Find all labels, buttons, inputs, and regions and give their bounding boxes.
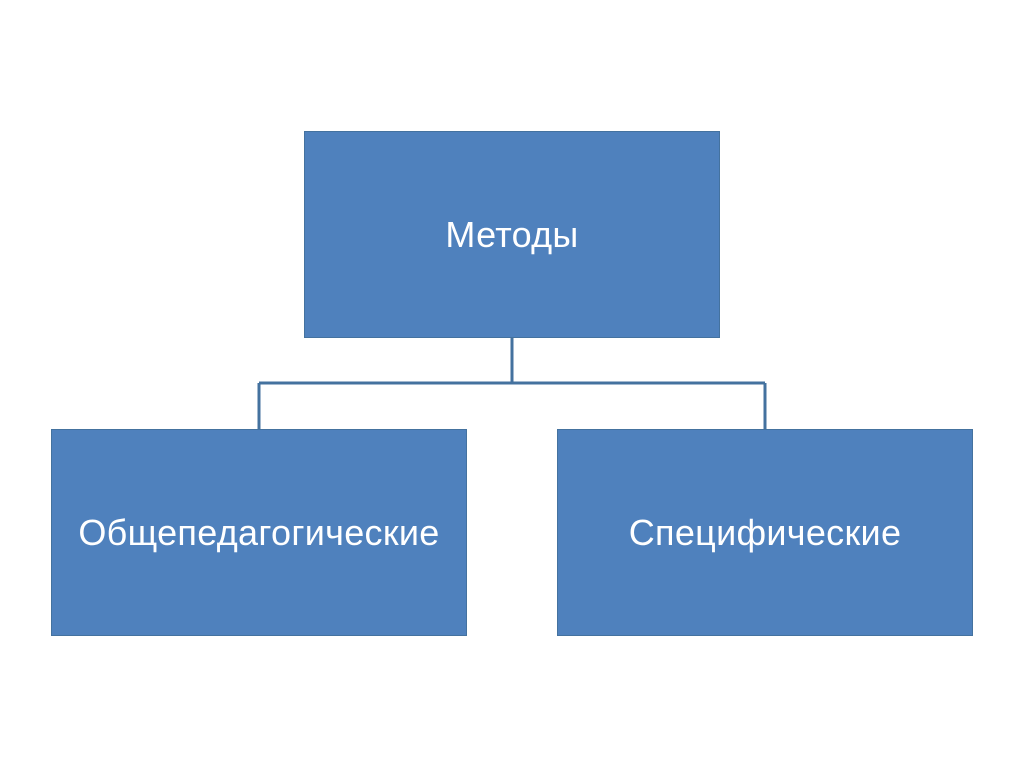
root-node-methods: Методы bbox=[304, 131, 720, 338]
root-node-label: Методы bbox=[445, 213, 579, 255]
connector-root-to-children bbox=[257, 338, 767, 429]
child-node-general-pedagogical: Общепедагогические bbox=[51, 429, 467, 636]
child-node-label-right: Специфические bbox=[628, 511, 902, 553]
child-node-label-left: Общепедагогические bbox=[78, 511, 440, 553]
child-node-specific: Специфические bbox=[557, 429, 973, 636]
